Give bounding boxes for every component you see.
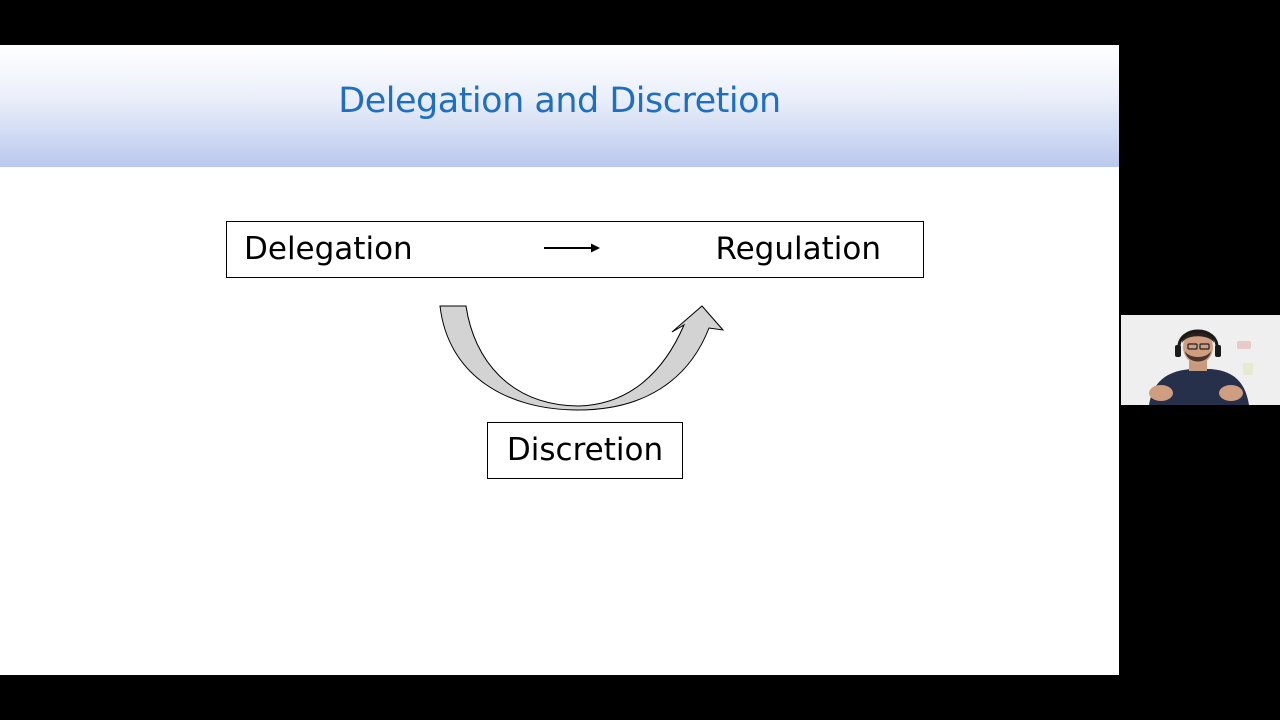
slide-header: Delegation and Discretion — [0, 45, 1119, 167]
regulation-label: Regulation — [715, 231, 881, 267]
curved-arrow-icon — [439, 305, 725, 411]
presentation-slide: Delegation and Discretion Delegation Reg… — [0, 45, 1119, 675]
discretion-label: Discretion — [506, 432, 664, 468]
delegation-regulation-box: Delegation Regulation — [226, 221, 924, 278]
slide-title: Delegation and Discretion — [338, 81, 781, 121]
right-arrow-icon — [544, 243, 600, 253]
presenter-video — [1121, 315, 1280, 405]
discretion-box: Discretion — [487, 422, 683, 479]
delegation-label: Delegation — [244, 231, 413, 267]
presenter-figure-icon — [1121, 315, 1280, 405]
